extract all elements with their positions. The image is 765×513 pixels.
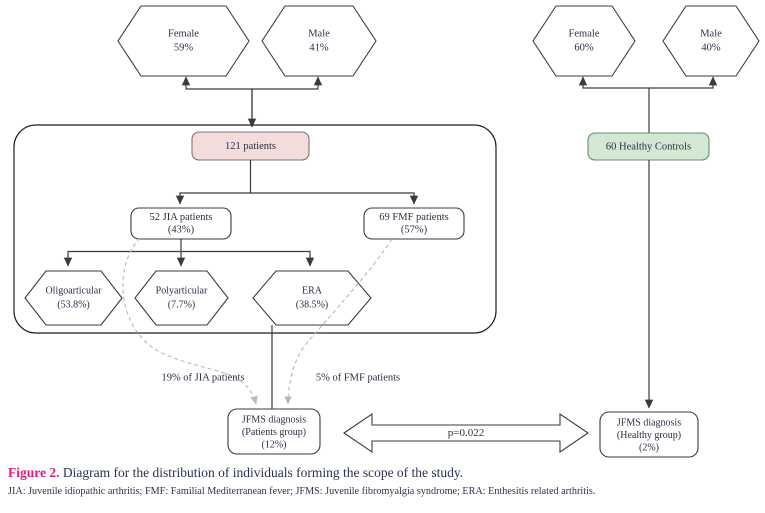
fmf-group-label: 69 FMF patients [379,212,448,223]
patients-male-value: 41% [309,42,329,53]
jfms-healthy-line1: JFMS diagnosis [617,417,681,428]
caption-divider [0,459,765,460]
fmf-group-node[interactable]: 69 FMF patients (57%) [363,207,465,240]
era-label: ERA [302,285,323,296]
era-value: (38.5%) [296,299,329,310]
controls-female-node[interactable]: Female 60% [532,5,636,77]
jfms-patients-line1: JFMS diagnosis [242,414,306,425]
dashed-label-jia: 19% of JIA patients [161,372,244,383]
connector-patients-root-to-sex [181,76,323,128]
comparison-double-arrow: p=0.022 [343,412,589,454]
jfms-patients-line3: (12%) [262,439,287,450]
patients-male-label: Male [308,28,330,39]
patients-female-label: Female [168,28,199,39]
figure-caption: Figure 2. Diagram for the distribution o… [8,464,760,500]
figure-caption-text: Diagram for the distribution of individu… [62,465,464,480]
dashed-label-fmf: 5% of FMF patients [316,372,400,383]
jfms-healthy-node[interactable]: JFMS diagnosis (Healthy group) (2%) [599,411,699,458]
jfms-healthy-line3: (2%) [639,442,659,453]
oligoarticular-value: (53.8%) [57,299,90,310]
jfms-patients-line2: (Patients group) [242,427,306,438]
jia-group-node[interactable]: 52 JIA patients (43%) [130,207,232,240]
jia-group-label: 52 JIA patients [150,212,213,223]
controls-root-label: 60 Healthy Controls [606,141,691,152]
connector-jia-to-subtypes [63,239,315,267]
controls-male-label: Male [700,28,722,39]
controls-female-value: 60% [574,42,594,53]
polyarticular-value: (7.7%) [168,299,196,310]
oligoarticular-label: Oligoarticular [45,285,102,296]
polyarticular-node[interactable]: Polyarticular (7.7%) [134,270,229,326]
controls-root-node[interactable]: 60 Healthy Controls [587,132,710,161]
caption-main-line: Figure 2. Diagram for the distribution o… [8,464,760,482]
patients-female-value: 59% [174,42,194,53]
controls-male-value: 40% [701,42,721,53]
dashed-edge-fmf-to-jfms [284,238,393,405]
controls-male-node[interactable]: Male 40% [662,5,760,77]
patients-female-node[interactable]: Female 59% [117,5,250,77]
jfms-patients-node[interactable]: JFMS diagnosis (Patients group) (12%) [227,408,321,455]
caption-abbreviations: JIA: Juvenile idiopathic arthritis; FMF:… [8,486,596,498]
patients-root-node[interactable]: 121 patients [191,131,310,161]
era-node[interactable]: ERA (38.5%) [252,270,372,326]
controls-female-label: Female [569,28,600,39]
connector-root-to-disease-groups [175,160,419,205]
jfms-healthy-line2: (Healthy group) [617,430,681,441]
patients-root-label: 121 patients [225,141,276,152]
oligoarticular-node[interactable]: Oligoarticular (53.8%) [24,270,123,326]
figure-label: Figure 2. [8,465,60,480]
fmf-group-value: (57%) [401,224,428,235]
p-value-label: p=0.022 [448,427,484,439]
polyarticular-label: Polyarticular [156,285,208,296]
connector-controls-root-to-sex [578,76,718,133]
patients-male-node[interactable]: Male 41% [261,5,377,77]
jia-group-value: (43%) [168,224,195,235]
patients-group-frame [13,124,497,334]
dashed-edge-jia-to-jfms [122,237,258,405]
